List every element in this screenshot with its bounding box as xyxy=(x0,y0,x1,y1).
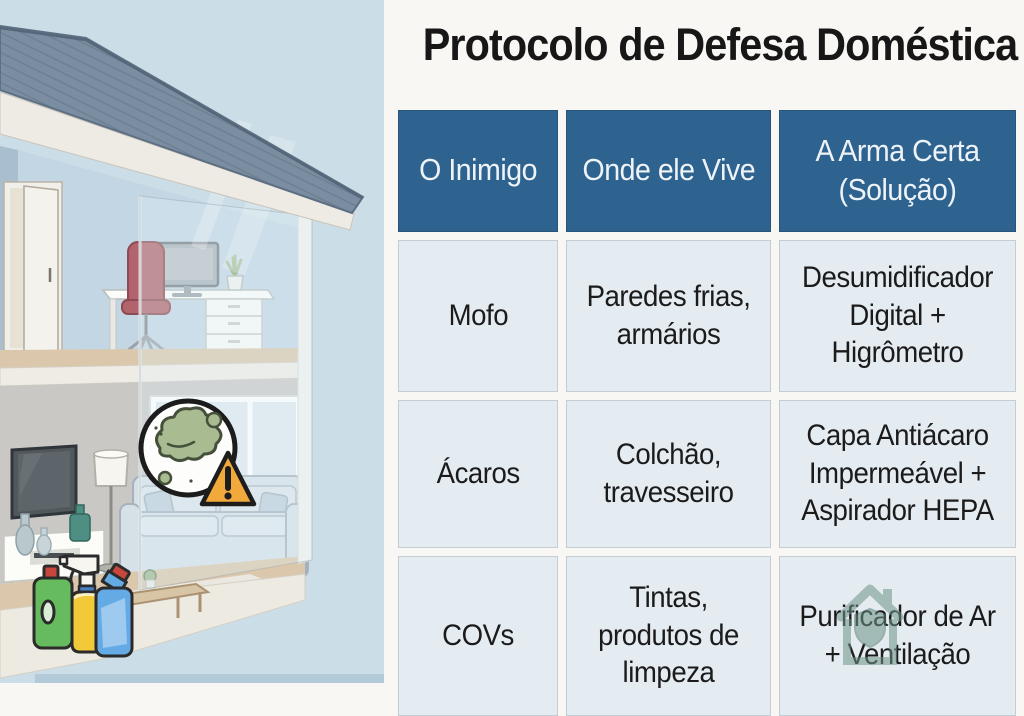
table-cell-solution: Purificador de Ar + Ventilação xyxy=(779,555,1016,716)
cell-value: Mofo xyxy=(448,298,508,332)
column-header-habitat: Onde ele Vive xyxy=(566,109,771,232)
cell-value: Purificador de Ar + Ventilação xyxy=(799,600,996,671)
upper-room xyxy=(0,146,305,359)
blue-cleaner-bottle xyxy=(94,562,134,658)
media-player xyxy=(34,553,74,558)
table-cell-habitat: Tintas, produtos de limpeza xyxy=(566,555,771,716)
house-cutaway xyxy=(0,0,384,683)
column-header-label: A Arma Certa (Solução) xyxy=(815,132,980,207)
table-cell-enemy: COVs xyxy=(398,555,558,716)
protocol-panel: Protocolo de Defesa Doméstica O Inimigo … xyxy=(384,0,1024,716)
vases xyxy=(15,504,91,556)
table-cell-solution: Capa Antiácaro Impermeável + Aspirador H… xyxy=(779,399,1016,548)
ground-strip xyxy=(35,674,384,683)
office-chair xyxy=(121,241,171,359)
cell-value: Colchão, travesseiro xyxy=(603,438,734,509)
table-cell-habitat: Colchão, travesseiro xyxy=(566,399,771,548)
door xyxy=(3,181,63,357)
cell-value: COVs xyxy=(442,618,514,652)
page-title: Protocolo de Defesa Doméstica xyxy=(422,19,1018,70)
computer-monitor xyxy=(154,241,220,297)
column-header-enemy: O Inimigo xyxy=(398,109,558,232)
cell-value: Desumidificador Digital + Higrômetro xyxy=(802,261,993,370)
floor-lamp xyxy=(92,449,130,573)
table-cell-solution: Desumidificador Digital + Higrômetro xyxy=(779,239,1016,392)
cell-value: Paredes frias, armários xyxy=(586,280,751,351)
cell-value: Tintas, produtos de limpeza xyxy=(598,581,739,690)
column-header-label: Onde ele Vive xyxy=(582,152,755,188)
cell-value: Ácaros xyxy=(436,456,520,490)
mold-cloud-icon xyxy=(138,398,238,498)
detergent-jug xyxy=(32,564,74,650)
table-cell-habitat: Paredes frias, armários xyxy=(566,239,771,392)
cell-value: Capa Antiácaro Impermeável + Aspirador H… xyxy=(801,419,994,528)
roof xyxy=(0,24,365,231)
defense-table: O Inimigo Onde ele Vive A Arma Certa (So… xyxy=(398,109,1016,716)
column-header-label: O Inimigo xyxy=(419,152,537,188)
column-header-solution: A Arma Certa (Solução) xyxy=(779,109,1016,232)
tv xyxy=(10,444,78,520)
desk-plant xyxy=(225,254,244,291)
table-cell-enemy: Ácaros xyxy=(398,399,558,548)
table-cell-enemy: Mofo xyxy=(398,239,558,392)
warning-triangle-icon xyxy=(199,450,257,507)
cleaning-bottles xyxy=(32,554,134,658)
house-cutaway-illustration xyxy=(0,0,384,683)
